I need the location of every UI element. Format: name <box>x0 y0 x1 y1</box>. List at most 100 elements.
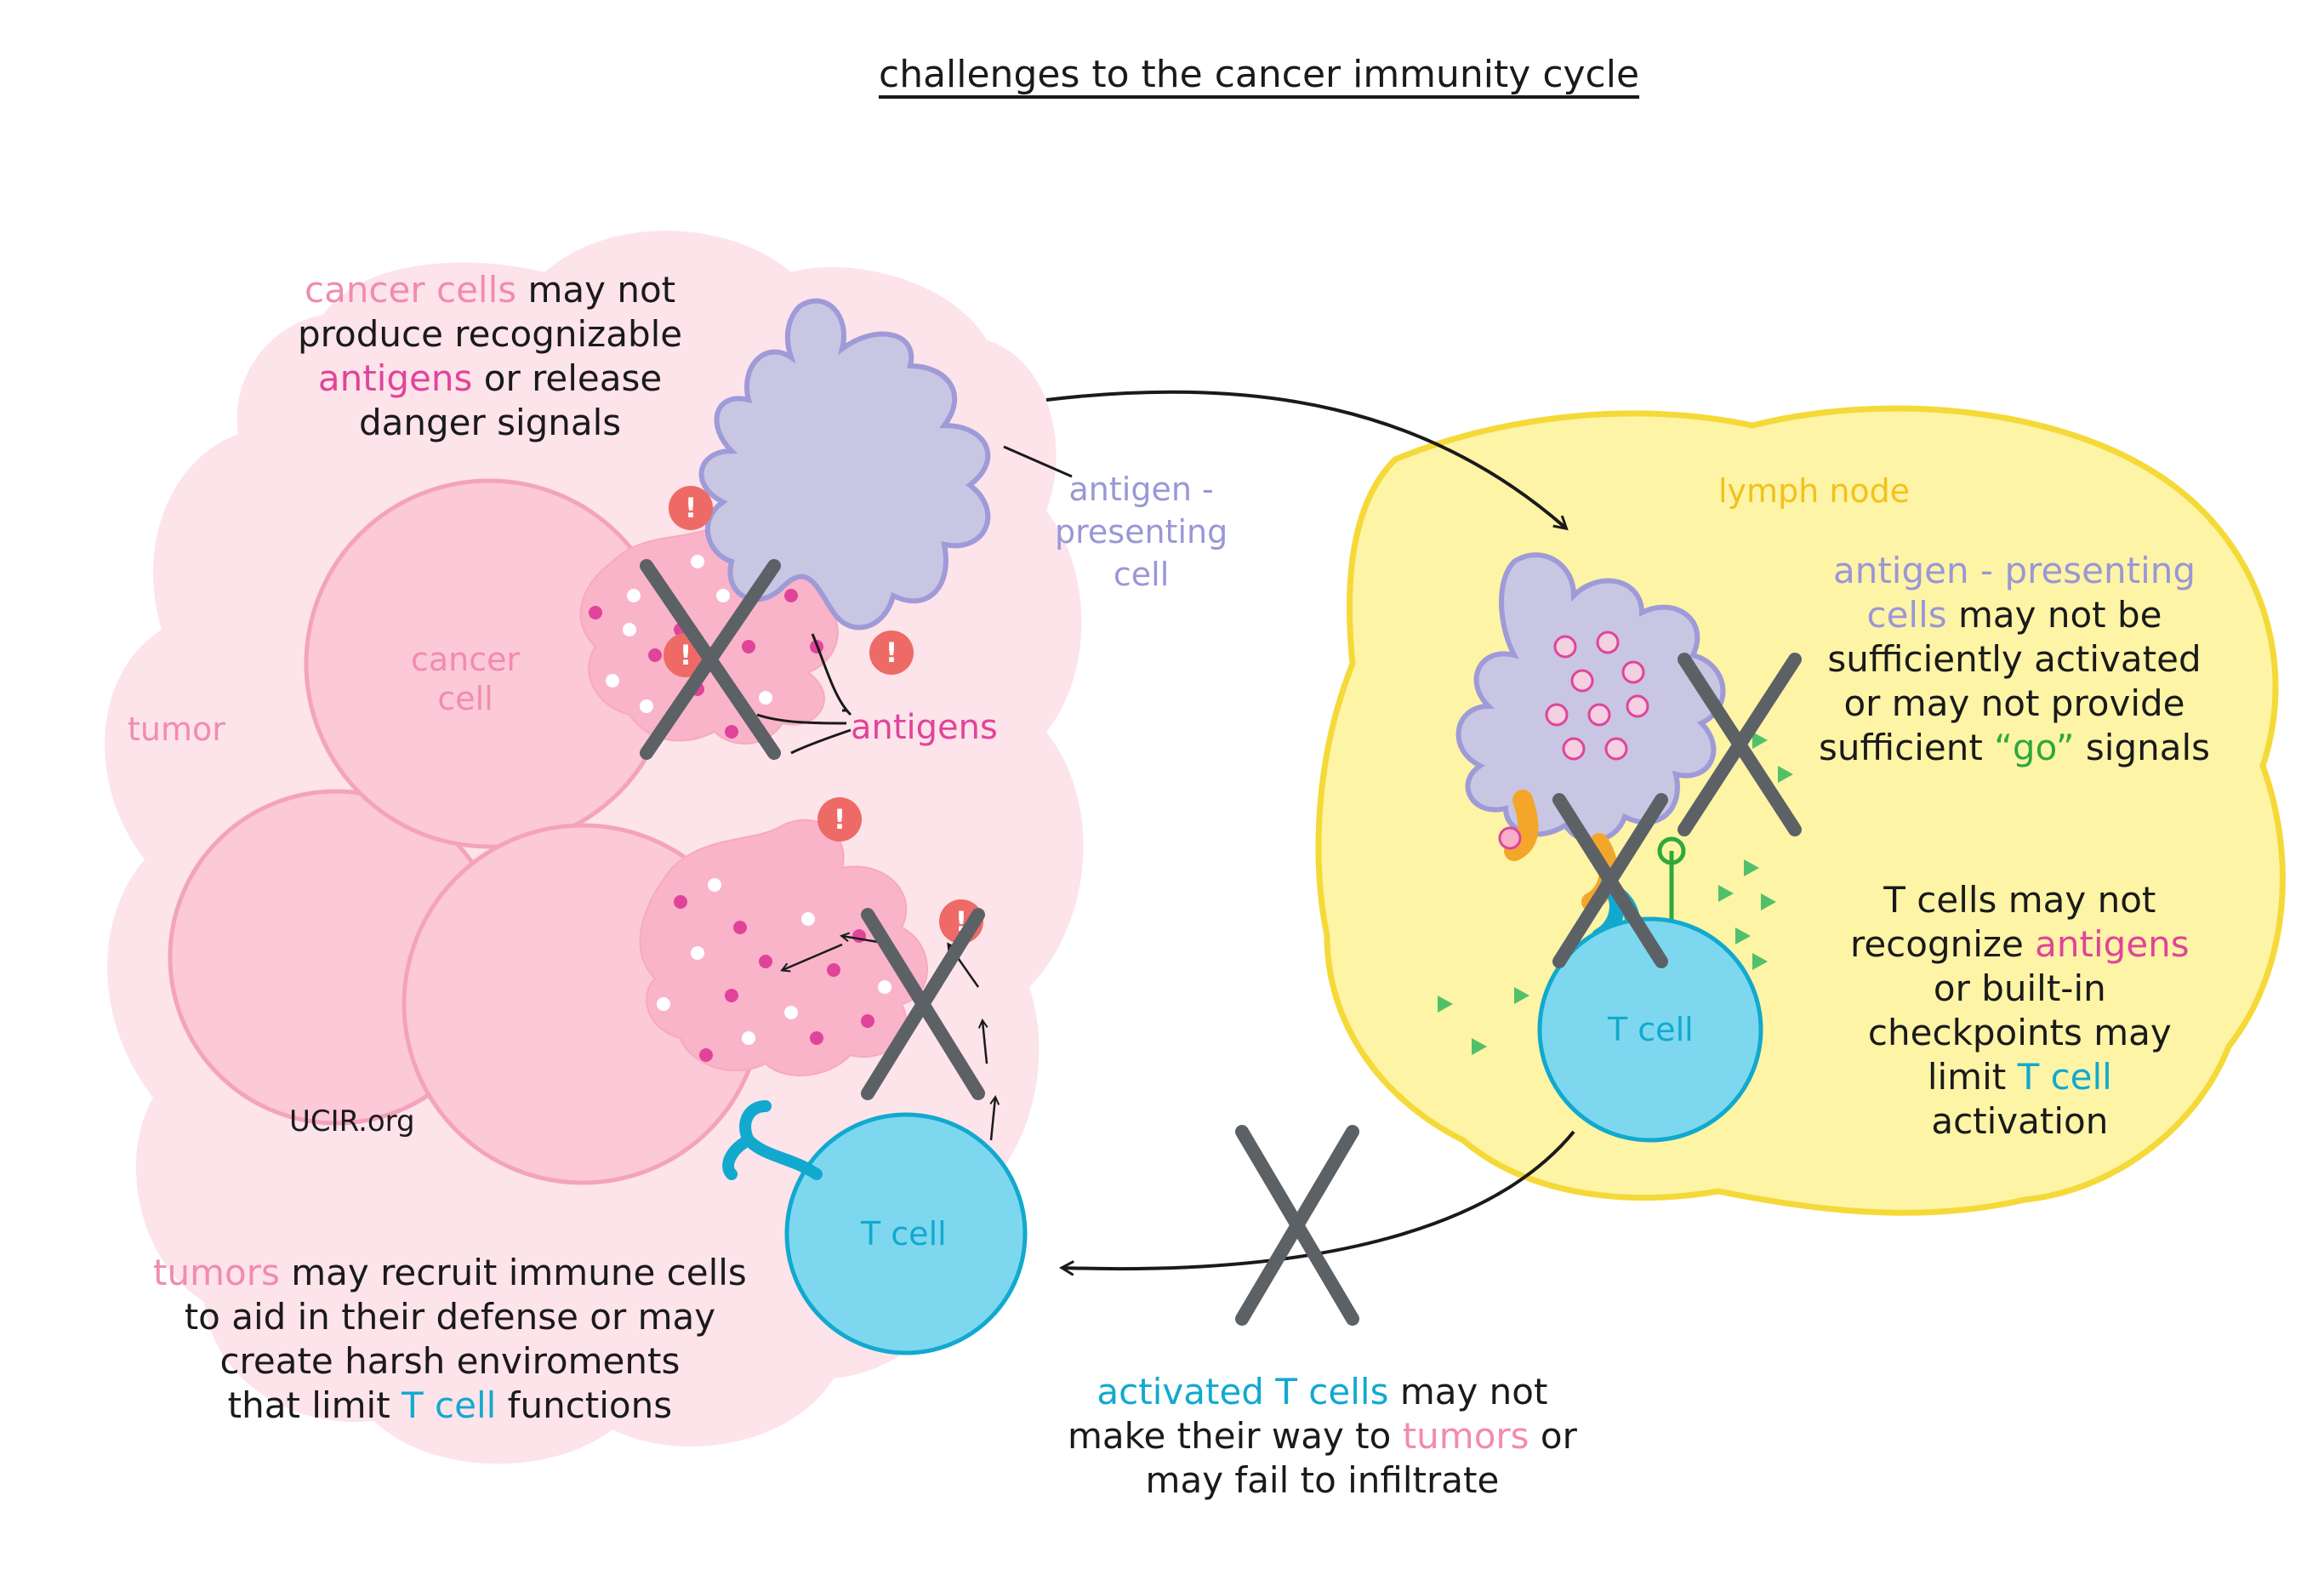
caption-line: produce recognizable <box>298 312 682 357</box>
caption-segment: or built-in <box>1933 967 2106 1009</box>
antigen-dot <box>640 699 653 713</box>
antigen-dot <box>861 1014 874 1028</box>
go-signal <box>1778 766 1793 783</box>
caption-segment: danger signals <box>358 402 622 443</box>
caption-segment: tumors <box>153 1252 280 1293</box>
tcell-receptor-tumor <box>722 1100 823 1180</box>
go-signal <box>1718 885 1734 902</box>
caption-segment: recognize <box>1850 923 2036 965</box>
antigen-dot <box>657 997 670 1011</box>
caption-line: activation <box>1850 1099 2190 1144</box>
caption-line: activated T cells may not <box>1068 1370 1577 1414</box>
antigen-vesicle <box>1545 703 1569 727</box>
t-cell-tumor <box>784 1112 1028 1355</box>
caption-segment: activated T cells <box>1096 1371 1389 1412</box>
caption-segment: sufficiently activated <box>1827 638 2202 680</box>
caption-segment: T cell <box>2017 1056 2112 1098</box>
go-signal <box>1744 859 1759 876</box>
go-signal <box>1761 893 1776 910</box>
caption-segment: signals <box>2074 727 2211 768</box>
blocked-x-mark <box>1677 653 1802 836</box>
caption-segment: may not <box>1388 1371 1548 1412</box>
caption-segment: or <box>1529 1415 1577 1457</box>
caption-segment: produce recognizable <box>298 313 683 355</box>
go-signal <box>1438 996 1453 1013</box>
go-signal <box>1514 987 1529 1004</box>
svg-text:!: ! <box>886 636 898 669</box>
caption-segment: may not <box>516 269 676 311</box>
caption-segment: that limit <box>227 1384 402 1426</box>
caption-line: checkpoints may <box>1850 1011 2190 1055</box>
antigen-dot <box>725 989 738 1002</box>
antigen-dot <box>589 606 602 619</box>
svg-text:!: ! <box>834 803 846 836</box>
antigen-dot <box>648 648 662 662</box>
label-apc: antigen - presenting cell <box>1055 471 1228 593</box>
caption-line: recognize antigens <box>1850 922 2190 967</box>
antigen-vesicle <box>1570 669 1594 693</box>
antigen-dot <box>878 980 891 994</box>
antigen-dot <box>699 1048 713 1062</box>
alert-icon: ! <box>817 797 862 842</box>
label-cancer-cell: cancer cell <box>411 641 521 717</box>
caption-segment: sufficient <box>1819 727 1995 768</box>
caption-line: that limit T cell functions <box>153 1384 747 1428</box>
antigen-presenting-cell-outer <box>698 298 991 631</box>
blocked-x-mark <box>1235 1125 1359 1326</box>
caption-segment: may fail to infiltrate <box>1145 1459 1500 1501</box>
caption-segment: T cell <box>402 1384 497 1426</box>
antigen-vesicle <box>1596 631 1620 654</box>
label-antigens: antigens <box>851 708 998 747</box>
caption-segment: antigens <box>2035 923 2190 965</box>
caption-line: sufficiently activated <box>1819 637 2210 682</box>
antigen-vesicle <box>1562 737 1586 761</box>
antigen-dot <box>742 1031 755 1045</box>
alert-icon: ! <box>669 486 713 530</box>
antigen-vesicle <box>1587 703 1611 727</box>
antigen-dot <box>784 589 798 602</box>
antigen-dot <box>733 921 747 934</box>
caption-line: tumors may recruit immune cells <box>153 1251 747 1295</box>
label-t-cell-tumor: T cell <box>861 1215 947 1253</box>
caption-line: create harsh enviroments <box>153 1339 747 1384</box>
antigen-dot <box>627 589 641 602</box>
antigen-dot <box>852 929 866 943</box>
caption-line: or built-in <box>1850 967 2190 1011</box>
antigen-dot <box>691 555 704 568</box>
antigen-leader-lines <box>756 633 852 755</box>
blocked-step-marks <box>640 559 1802 1326</box>
caption-line: limit T cell <box>1850 1055 2190 1099</box>
label-t-cell-lymph: T cell <box>1608 1011 1694 1048</box>
go-signal <box>1735 927 1751 944</box>
caption-line: T cells may not <box>1850 878 2190 922</box>
go-signals <box>1438 732 1793 1055</box>
danger-signals: !!!!! <box>664 486 983 944</box>
antigen-dot <box>674 895 687 909</box>
caption-line: make their way to tumors or <box>1068 1414 1577 1458</box>
antigen-dot <box>810 1031 823 1045</box>
caption-segment: make their way to <box>1068 1415 1403 1457</box>
antigen-dot <box>725 725 738 739</box>
caption-line: danger signals <box>298 401 682 445</box>
antigen-vesicle <box>1621 660 1645 684</box>
antigen-dot <box>801 912 815 926</box>
caption-line: or may not provide <box>1819 682 2210 726</box>
caption-segment: may not be <box>1946 594 2162 636</box>
antigen-dot <box>716 589 730 602</box>
caption-segment: checkpoints may <box>1867 1012 2172 1053</box>
page-title: challenges to the cancer immunity cycle <box>879 53 1640 96</box>
caption-segment: activation <box>1931 1100 2109 1142</box>
arrow-to-lymph-node <box>1045 390 1569 531</box>
go-signal <box>1472 1038 1487 1055</box>
blocked-x-mark <box>861 908 985 1100</box>
antigen-dot <box>691 946 704 960</box>
caption-line: to aid in their defense or may <box>153 1295 747 1339</box>
antigen-dot <box>784 1006 798 1019</box>
antigen-dot <box>759 955 772 968</box>
caption-line: antigen - presenting <box>1819 549 2210 593</box>
caption-segment: or release <box>472 357 663 399</box>
